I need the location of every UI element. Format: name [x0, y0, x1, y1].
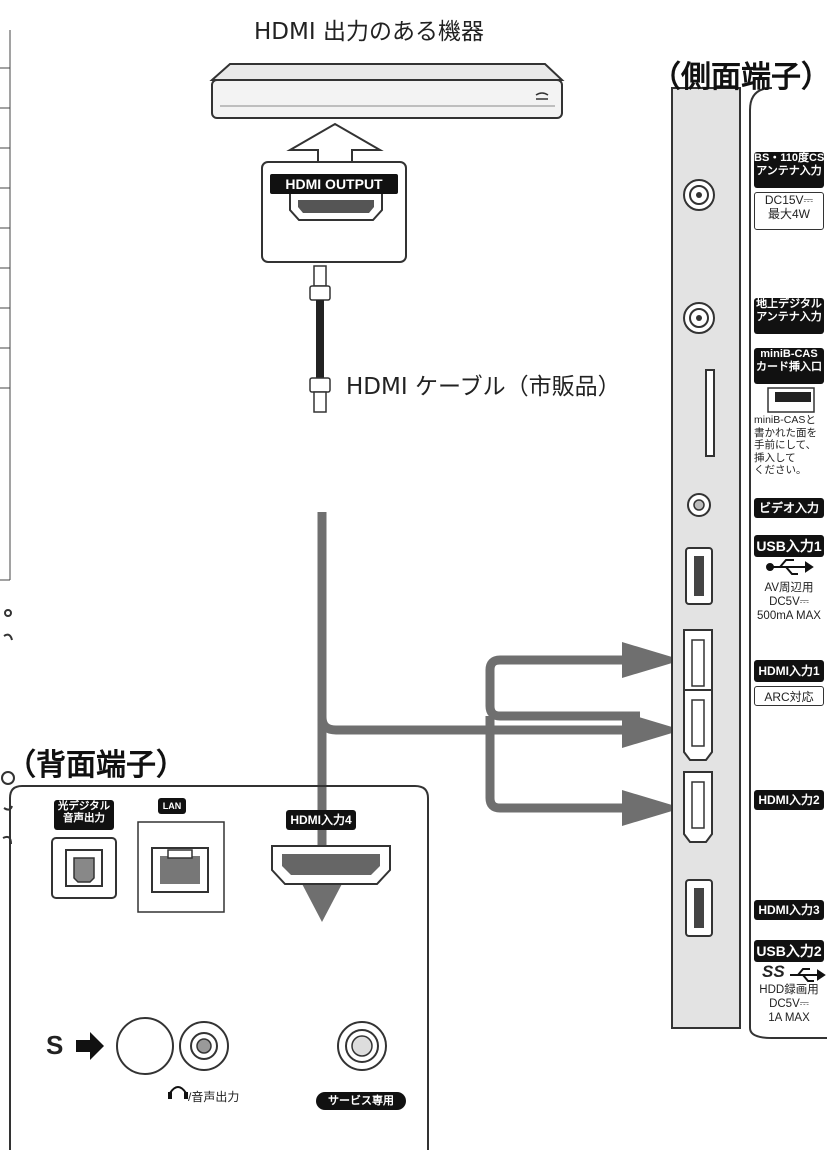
terrestrial-antenna-label: 地上デジタル アンテナ入力	[754, 298, 824, 334]
hdmi-output-label: HDMI OUTPUT	[270, 174, 398, 194]
bs-cs-antenna-label: BS・110度CS アンテナ入力	[754, 152, 824, 188]
hdmi2-label: HDMI入力2	[754, 790, 824, 810]
bs-cs-power-note: DC15V⎓ 最大4W	[754, 192, 824, 230]
service-only-label: サービス専用	[316, 1092, 406, 1110]
hdmi-cable	[309, 265, 331, 413]
hdmi3-branch	[485, 716, 682, 826]
mini-bcas-note: miniB-CASと 書かれた面を 手前にして、 挿入して ください。	[754, 414, 817, 477]
usb1-label: USB入力1	[754, 535, 824, 557]
hdmi1-label: HDMI入力1	[754, 660, 824, 682]
arrow-heads	[300, 642, 682, 922]
hdmi1-arc-note: ARC対応	[754, 686, 824, 706]
connection-arrows	[317, 512, 640, 880]
hdmi-device	[209, 63, 565, 119]
side-title: （側面端子）	[651, 60, 827, 95]
hdmi3-label: HDMI入力3	[754, 900, 824, 920]
s-mark: S	[46, 1030, 64, 1060]
usb2-label: USB入力2	[754, 940, 824, 962]
device-title: HDMI 出力のある機器	[254, 19, 484, 45]
usb-ss-symbol-icon	[790, 968, 826, 982]
usb2-superspeed-mark: SS	[762, 962, 785, 981]
usb2-note: HDD録画用 DC5V⎓ 1A MAX	[759, 984, 819, 1024]
optical-out-label: 光デジタル 音声出力	[54, 800, 114, 830]
mini-bcas-label: miniB-CAS カード挿入口	[754, 348, 824, 384]
usb1-note: AV周辺用 DC5V⎓ 500mA MAX	[757, 582, 821, 622]
hdmi4-label: HDMI入力4	[286, 810, 356, 830]
usb-symbol-icon	[766, 559, 814, 575]
back-title: （背面端子）	[6, 748, 186, 783]
cropped-fragments	[1, 609, 15, 845]
up-arrow-icon	[286, 122, 384, 162]
back-panel	[9, 785, 429, 1150]
card-icon	[767, 387, 815, 413]
cable-label: HDMI ケーブル（市販品）	[346, 374, 621, 400]
video-input-label: ビデオ入力	[754, 498, 824, 518]
lan-label: LAN	[158, 798, 186, 814]
headphone-label: /音声出力	[188, 1090, 240, 1104]
left-table-fragment	[0, 30, 11, 581]
side-panel	[671, 87, 827, 1039]
